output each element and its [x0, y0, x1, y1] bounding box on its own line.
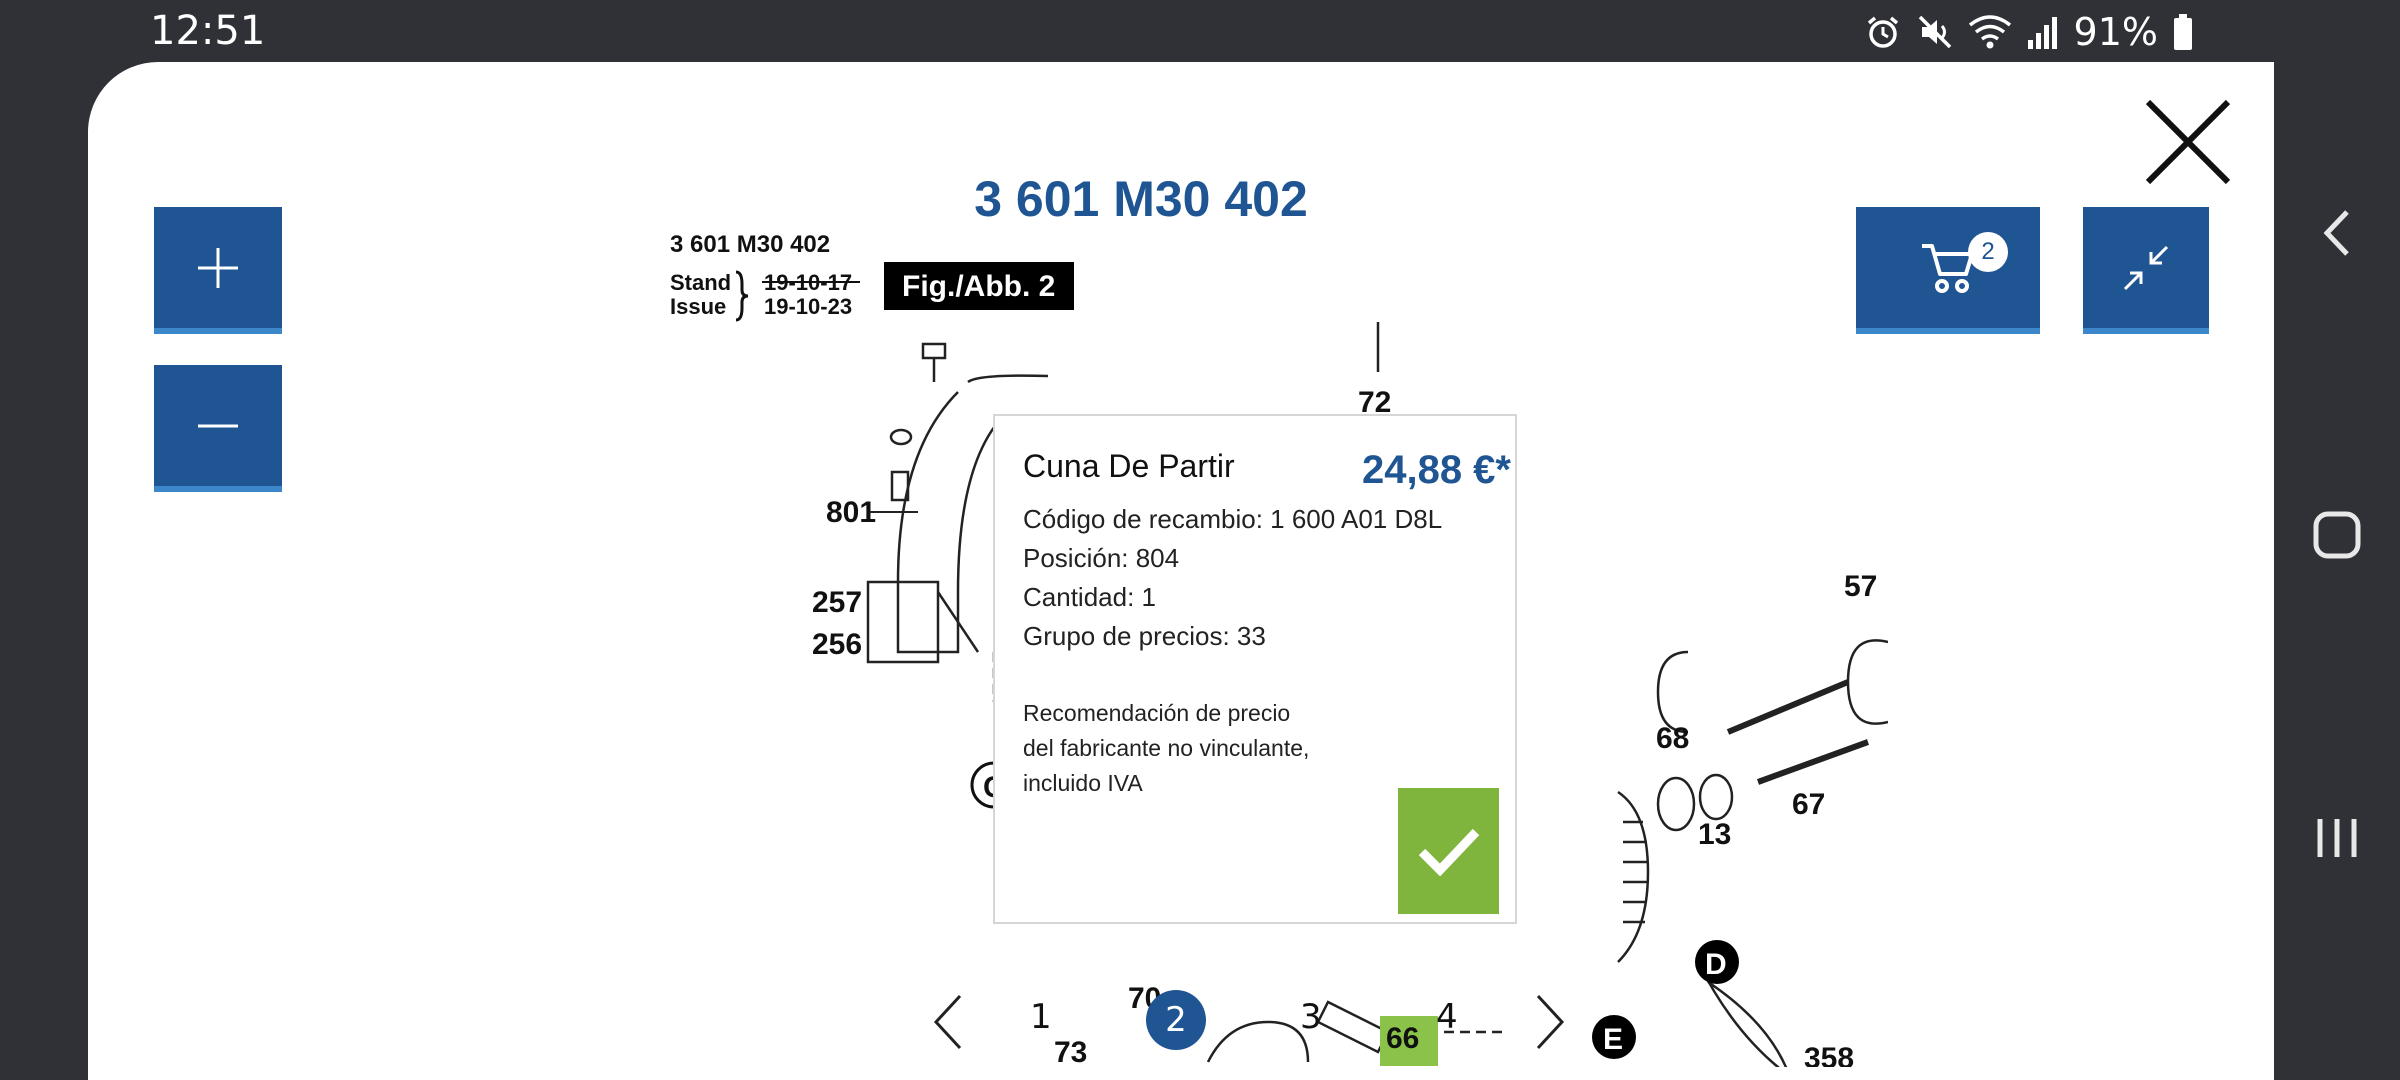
- figure-label: Fig./Abb. 2: [902, 270, 1055, 303]
- close-button[interactable]: [2138, 92, 2238, 192]
- home-square-icon: [2313, 511, 2361, 559]
- parts-viewer-modal: 3 601 M30 402 2 3 601 M30 402 Stand Issu…: [88, 62, 2274, 1080]
- recents-lines-icon: [2317, 819, 2357, 857]
- minus-icon: [198, 424, 238, 427]
- shrink-button[interactable]: [2083, 207, 2209, 334]
- part-label-67: 67: [1792, 788, 1825, 821]
- part-label-256: 256: [812, 628, 862, 661]
- part-detail-popup: Cuna De Partir 24,88 €* Código de recamb…: [993, 414, 1517, 924]
- part-label-68: 68: [1656, 722, 1689, 755]
- home-button[interactable]: [2302, 500, 2372, 570]
- add-to-cart-button[interactable]: [1398, 788, 1499, 914]
- next-page-arrow-icon[interactable]: [1530, 992, 1570, 1052]
- back-chevron-icon: [2323, 210, 2349, 256]
- page-3[interactable]: 3: [1300, 997, 1322, 1037]
- part-label-66: 66: [1386, 1022, 1419, 1055]
- close-icon: [2145, 99, 2231, 185]
- wifi-icon: [1968, 15, 2011, 49]
- zoom-in-button[interactable]: [154, 207, 282, 334]
- part-price-group: Grupo de precios: 33: [1023, 621, 1266, 651]
- alarm-icon: [1867, 16, 1898, 48]
- recents-button[interactable]: [2302, 803, 2372, 873]
- mute-icon: [1918, 15, 1951, 49]
- checkmark-icon: [1418, 828, 1479, 876]
- shrink-icon: [2123, 245, 2169, 290]
- zoom-out-button[interactable]: [154, 365, 282, 492]
- page-title: 3 601 M30 402: [974, 171, 1308, 227]
- cart-count-badge: 2: [1968, 232, 2008, 272]
- page-1[interactable]: 1: [1030, 997, 1052, 1037]
- page-2-active[interactable]: 2: [1146, 990, 1206, 1050]
- part-label-73: 73: [1054, 1036, 1087, 1067]
- signal-icon: [2027, 17, 2057, 49]
- part-label-257: 257: [812, 586, 862, 619]
- part-label-57: 57: [1844, 570, 1877, 603]
- diagram-stand-label: Stand: [670, 270, 731, 295]
- part-label-358: 358: [1804, 1042, 1854, 1067]
- cart-button[interactable]: 2: [1856, 207, 2040, 334]
- part-position: Posición: 804: [1023, 543, 1180, 573]
- part-label-801: 72: [1358, 386, 1391, 419]
- price-note: Recomendación de precio del fabricante n…: [1023, 700, 1310, 796]
- diagram-issue-date: 19-10-23: [764, 294, 852, 319]
- status-bar: 12:51 91%: [0, 0, 2274, 62]
- part-label-72: 801: [826, 496, 876, 529]
- highlighted-part-66[interactable]: 66: [1380, 1016, 1438, 1066]
- part-price: 24,88 €*: [1361, 448, 1511, 492]
- part-code: Código de recambio: 1 600 A01 D8L: [1023, 504, 1443, 534]
- marker-d: D: [1705, 948, 1727, 981]
- back-button[interactable]: [2302, 198, 2372, 268]
- plus-icon: [198, 247, 238, 288]
- part-numbers: 801 72 257 256 57 68 13 67 70 73 358: [812, 386, 1877, 1067]
- android-nav-bar: [2274, 0, 2400, 1080]
- part-label-13: 13: [1698, 818, 1731, 851]
- cart-icon: [1922, 243, 1974, 293]
- part-name: Cuna De Partir: [1023, 448, 1235, 484]
- page-4[interactable]: 4: [1436, 997, 1458, 1037]
- marker-e: E: [1603, 1023, 1623, 1056]
- status-time: 12:51: [150, 8, 266, 54]
- part-quantity: Cantidad: 1: [1023, 582, 1156, 612]
- diagram-header: 3 601 M30 402 Stand Issue 19-10-17 19-10…: [670, 231, 1074, 322]
- device-frame: 12:51 91% 3 601 M30 402 2: [0, 0, 2274, 1080]
- diagram-model-label: 3 601 M30 402: [670, 231, 830, 258]
- battery-icon: [2174, 14, 2192, 50]
- status-icons: 91%: [1864, 10, 2194, 54]
- battery-percent: 91%: [2073, 10, 2158, 54]
- diagram-issue-label: Issue: [670, 294, 726, 319]
- prev-page-arrow-icon[interactable]: [928, 992, 968, 1052]
